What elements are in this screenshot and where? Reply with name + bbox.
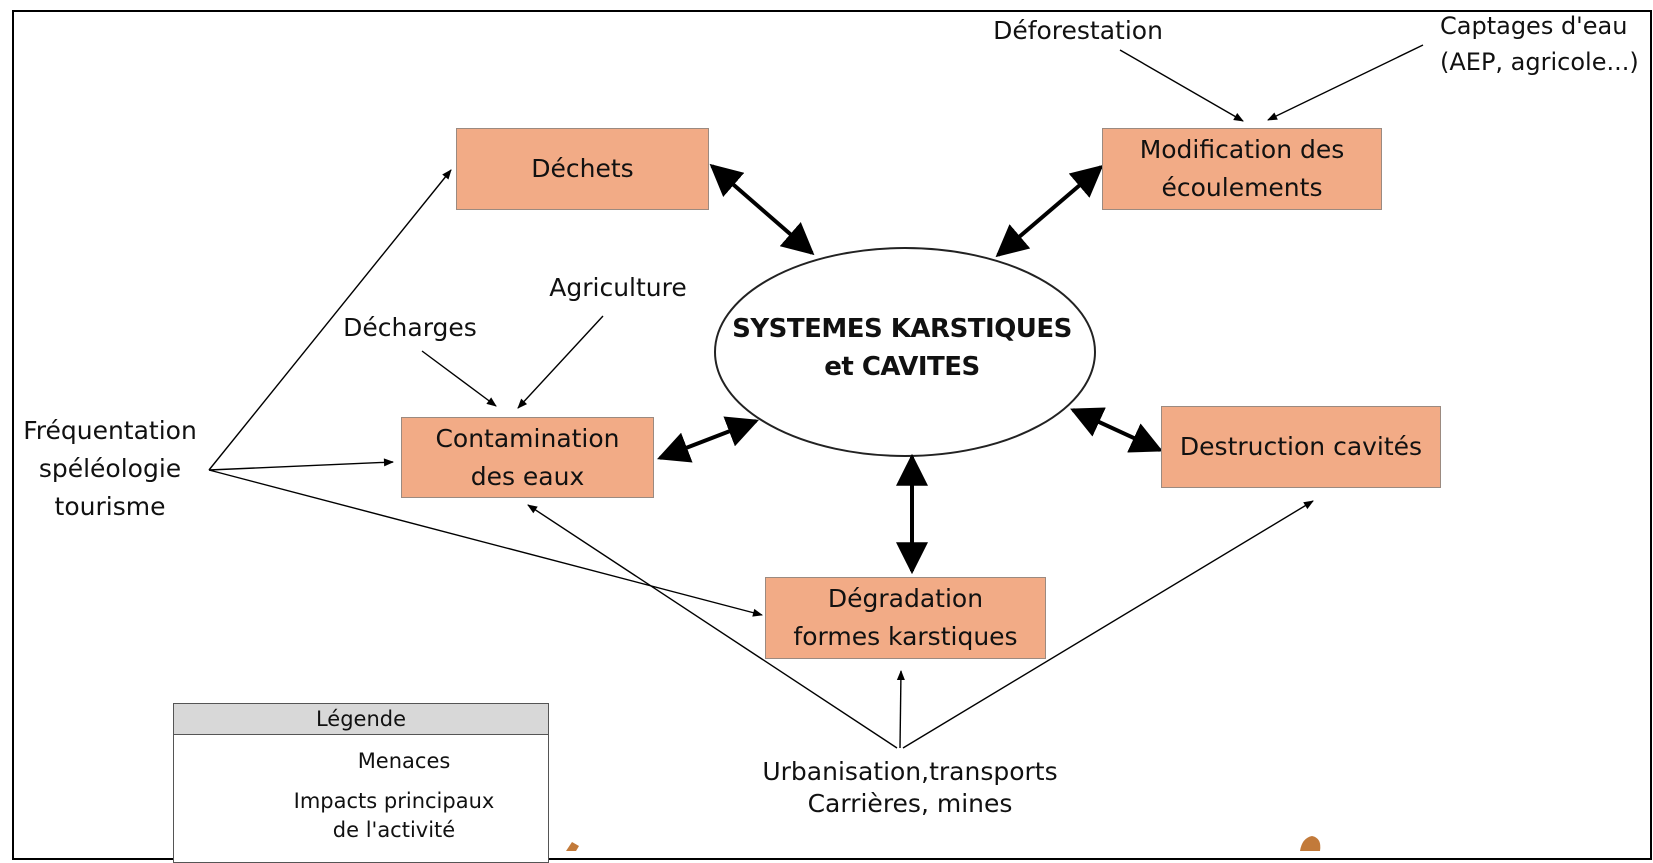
menace-arrows	[657, 163, 1163, 575]
threat-box-destruction: Destruction cavités	[1161, 406, 1441, 488]
impact-urbanisation-destruction	[902, 500, 1314, 749]
threat-box-modification: Modification des écoulements	[1102, 128, 1382, 210]
label-frequentation: Fréquentation spéléologie tourisme	[23, 416, 197, 521]
impact-frequentation-dechets	[208, 169, 452, 471]
impact-frequentation-contamination	[208, 458, 394, 471]
impact-arrows	[208, 44, 1424, 749]
menace-arrow-destruction	[1070, 407, 1163, 453]
legend-label-menaces: Menaces	[357, 749, 451, 773]
impact-agriculture-contamination	[517, 315, 604, 409]
label-deforestation: Déforestation	[993, 16, 1163, 45]
menace-arrow-dechets	[709, 163, 815, 256]
threat-box-degradation: Dégradation formes karstiques	[765, 577, 1046, 659]
impact-urbanisation-contamination	[527, 504, 898, 749]
decorative-fragment-right	[1300, 836, 1321, 851]
menace-arrow-modification	[995, 164, 1104, 258]
impact-urbanisation-degradation	[896, 670, 905, 749]
label-decharges: Décharges	[343, 313, 477, 342]
impact-captages-modification	[1267, 44, 1424, 121]
impact-deforestation-modification	[1119, 49, 1244, 122]
center-title: SYSTEMES KARSTIQUES et CAVITES	[732, 314, 1072, 382]
threat-box-contamination: Contamination des eaux	[401, 417, 654, 498]
legend-label-impacts: Impacts principaux de l'activité	[293, 789, 495, 842]
impact-frequentation-degradation	[208, 469, 763, 617]
label-urbanisation: Urbanisation,transports Carrières, mines	[762, 757, 1058, 818]
legend: Légende Menaces Impacts principaux de l'…	[173, 703, 549, 863]
label-agriculture: Agriculture	[549, 273, 687, 302]
legend-title: Légende	[174, 704, 548, 735]
threat-box-dechets: Déchets	[456, 128, 709, 210]
label-captages: Captages d'eau (AEP, agricole...)	[1440, 12, 1639, 76]
impact-decharges-contamination	[421, 350, 497, 407]
menace-arrow-contamination	[657, 416, 759, 463]
decorative-fragment-left	[566, 842, 579, 851]
